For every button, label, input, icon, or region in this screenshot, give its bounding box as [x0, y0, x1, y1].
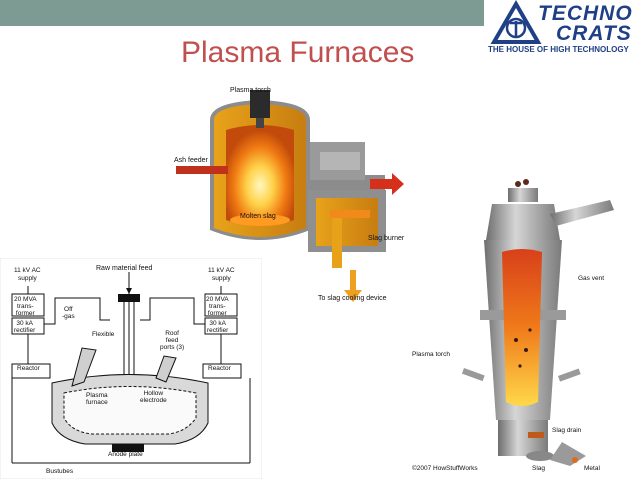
- label-roof-feed-text: Roof feed ports (3): [160, 330, 185, 351]
- label-mva-right: 20 MVA trans- former: [206, 296, 229, 317]
- label-slag-cooling: To slag cooling device: [318, 295, 387, 302]
- label-slag-drain: Slag drain: [552, 427, 582, 434]
- label-rect-left-text: 30 kA rectifier: [14, 320, 36, 334]
- label-supply-right-1: 11 kV AC: [208, 267, 235, 274]
- label-mva-left: 20 MVA trans- former: [14, 296, 37, 317]
- label-molten-slag: Molten slag: [240, 213, 276, 220]
- label-bustubes: Bustubes: [46, 468, 74, 475]
- label-flexible: Flexible: [92, 331, 115, 338]
- label-metal: Metal: [584, 465, 600, 472]
- logo-mark-icon: [490, 0, 542, 44]
- label-plasma-furnace-text: Plasma furnace: [86, 392, 108, 406]
- label-roof-feed: Roof feed ports (3): [160, 330, 184, 351]
- logo-line2: CRATS: [556, 22, 632, 45]
- label-rect-left: 30 kA rectifier: [14, 320, 35, 334]
- label-hollow-electrode-text: Hollow electrode: [140, 390, 167, 404]
- label-anode-plate: Anode plate: [108, 451, 143, 458]
- label-plasma-torch-top: Plasma torch: [230, 87, 271, 94]
- right-gasifier-diagram: Gas vent Plasma torch Slag drain Slag Me…: [412, 179, 614, 472]
- label-supply-right-2: supply: [212, 275, 232, 282]
- logo-line1: TECHNO: [538, 2, 633, 25]
- label-mva-right-text: 20 MVA trans- former: [206, 296, 229, 317]
- label-raw-feed: Raw material feed: [96, 265, 153, 272]
- label-mva-left-text: 20 MVA trans- former: [14, 296, 37, 317]
- top-furnace-diagram: Plasma torch Ash feeder Molten slag Slag…: [174, 87, 405, 302]
- label-supply-left-2: supply: [18, 275, 38, 282]
- label-reactor-right: Reactor: [208, 365, 232, 372]
- slide-title: Plasma Furnaces: [181, 36, 415, 69]
- label-plasma-torch-right: Plasma torch: [412, 351, 450, 358]
- label-rect-right-text: 30 kA rectifier: [207, 320, 229, 334]
- label-hollow-electrode: Hollow electrode: [140, 390, 167, 404]
- label-supply-left-1: 11 kV AC: [14, 267, 41, 274]
- label-slag: Slag: [532, 465, 545, 472]
- label-reactor-left: Reactor: [17, 365, 41, 372]
- label-off-gas-text: Off -gas: [62, 306, 75, 320]
- label-slag-burner: Slag burner: [368, 235, 405, 242]
- logo-tagline: THE HOUSE OF HIGH TECHNOLOGY: [488, 45, 629, 54]
- technocrats-logo: [484, 0, 638, 66]
- left-schematic-diagram: Raw material feed 11 kV AC supply 11 kV …: [0, 258, 262, 479]
- label-credit: ©2007 HowStuffWorks: [412, 464, 478, 472]
- label-off-gas: Off -gas: [62, 306, 75, 320]
- label-gas-vent: Gas vent: [578, 275, 604, 282]
- label-ash-feeder: Ash feeder: [174, 157, 209, 164]
- label-rect-right: 30 kA rectifier: [207, 320, 228, 334]
- label-plasma-furnace: Plasma furnace: [86, 392, 108, 406]
